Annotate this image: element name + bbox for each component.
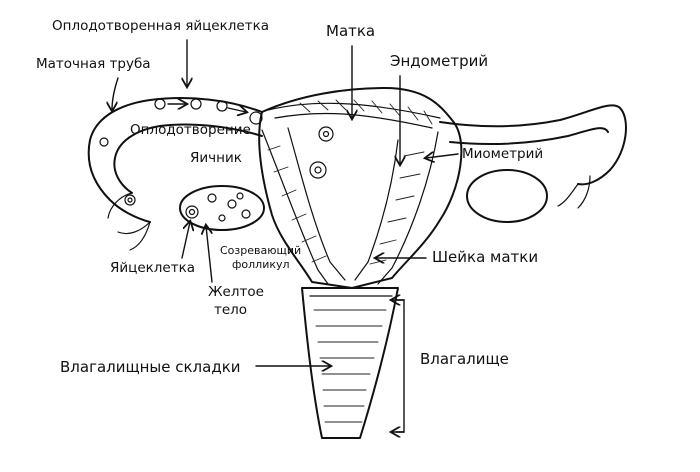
right-fallopian-tube xyxy=(439,104,627,209)
label-endometrium: Эндометрий xyxy=(390,52,488,70)
uterus-drawing xyxy=(258,87,463,289)
label-ovary: Яичник xyxy=(190,150,242,166)
left-fallopian-tube xyxy=(87,97,263,251)
pointer-egg xyxy=(181,222,190,259)
right-ovary-drawing xyxy=(466,169,548,223)
pointer-fallopian-tube xyxy=(112,77,119,110)
vagina-drawing xyxy=(301,287,399,439)
bracket-vagina xyxy=(395,299,405,433)
pointer-myometrium xyxy=(426,154,459,158)
label-uterus: Матка xyxy=(326,22,375,40)
label-cervix: Шейка матки xyxy=(432,248,538,266)
pointer-corpus-luteum xyxy=(206,226,213,283)
label-corpus-luteum-1: Желтое xyxy=(208,284,264,300)
label-vagina: Влагалище xyxy=(420,350,509,368)
label-maturing-follicle-2: фолликул xyxy=(232,258,290,271)
label-corpus-luteum-2: тело xyxy=(214,302,247,318)
label-maturing-follicle-1: Созревающий xyxy=(220,244,301,257)
label-myometrium: Миометрий xyxy=(462,146,543,162)
label-vaginal-folds: Влагалищные складки xyxy=(60,358,241,376)
label-fallopian-tube: Маточная труба xyxy=(36,56,151,72)
label-egg: Яйцеклетка xyxy=(110,260,195,276)
label-fertilization: Оплодотворение xyxy=(130,122,251,138)
label-fertilized-egg: Оплодотворенная яйцеклетка xyxy=(52,18,269,34)
left-ovary-drawing xyxy=(179,185,265,231)
